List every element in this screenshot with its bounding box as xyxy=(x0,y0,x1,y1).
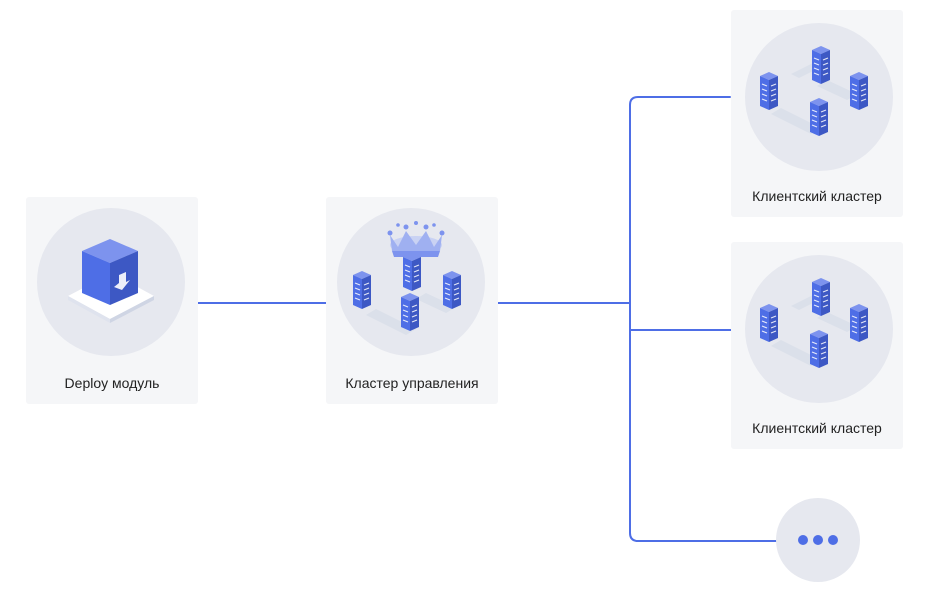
crowned-server-cluster-icon xyxy=(352,221,462,335)
client-cluster-card[interactable]: Клиентский кластер xyxy=(731,10,903,217)
client-cluster-card[interactable]: Клиентский кластер xyxy=(731,242,903,449)
management-cluster-label: Кластер управления xyxy=(345,375,479,391)
ellipsis-icon xyxy=(813,535,823,545)
server-cluster-icon xyxy=(759,277,869,369)
deploy-box-icon xyxy=(68,239,154,323)
server-cluster-icon xyxy=(759,45,869,137)
more-clusters-node[interactable] xyxy=(776,498,860,582)
deploy-module-label: Deploy модуль xyxy=(64,375,160,391)
deploy-module-card[interactable]: Deploy модуль xyxy=(26,197,198,404)
client-cluster-label: Клиентский кластер xyxy=(752,188,882,204)
client-cluster-label: Клиентский кластер xyxy=(752,420,882,436)
ellipsis-icon xyxy=(828,535,838,545)
management-cluster-card[interactable]: Кластер управления xyxy=(326,197,498,404)
ellipsis-icon xyxy=(798,535,808,545)
